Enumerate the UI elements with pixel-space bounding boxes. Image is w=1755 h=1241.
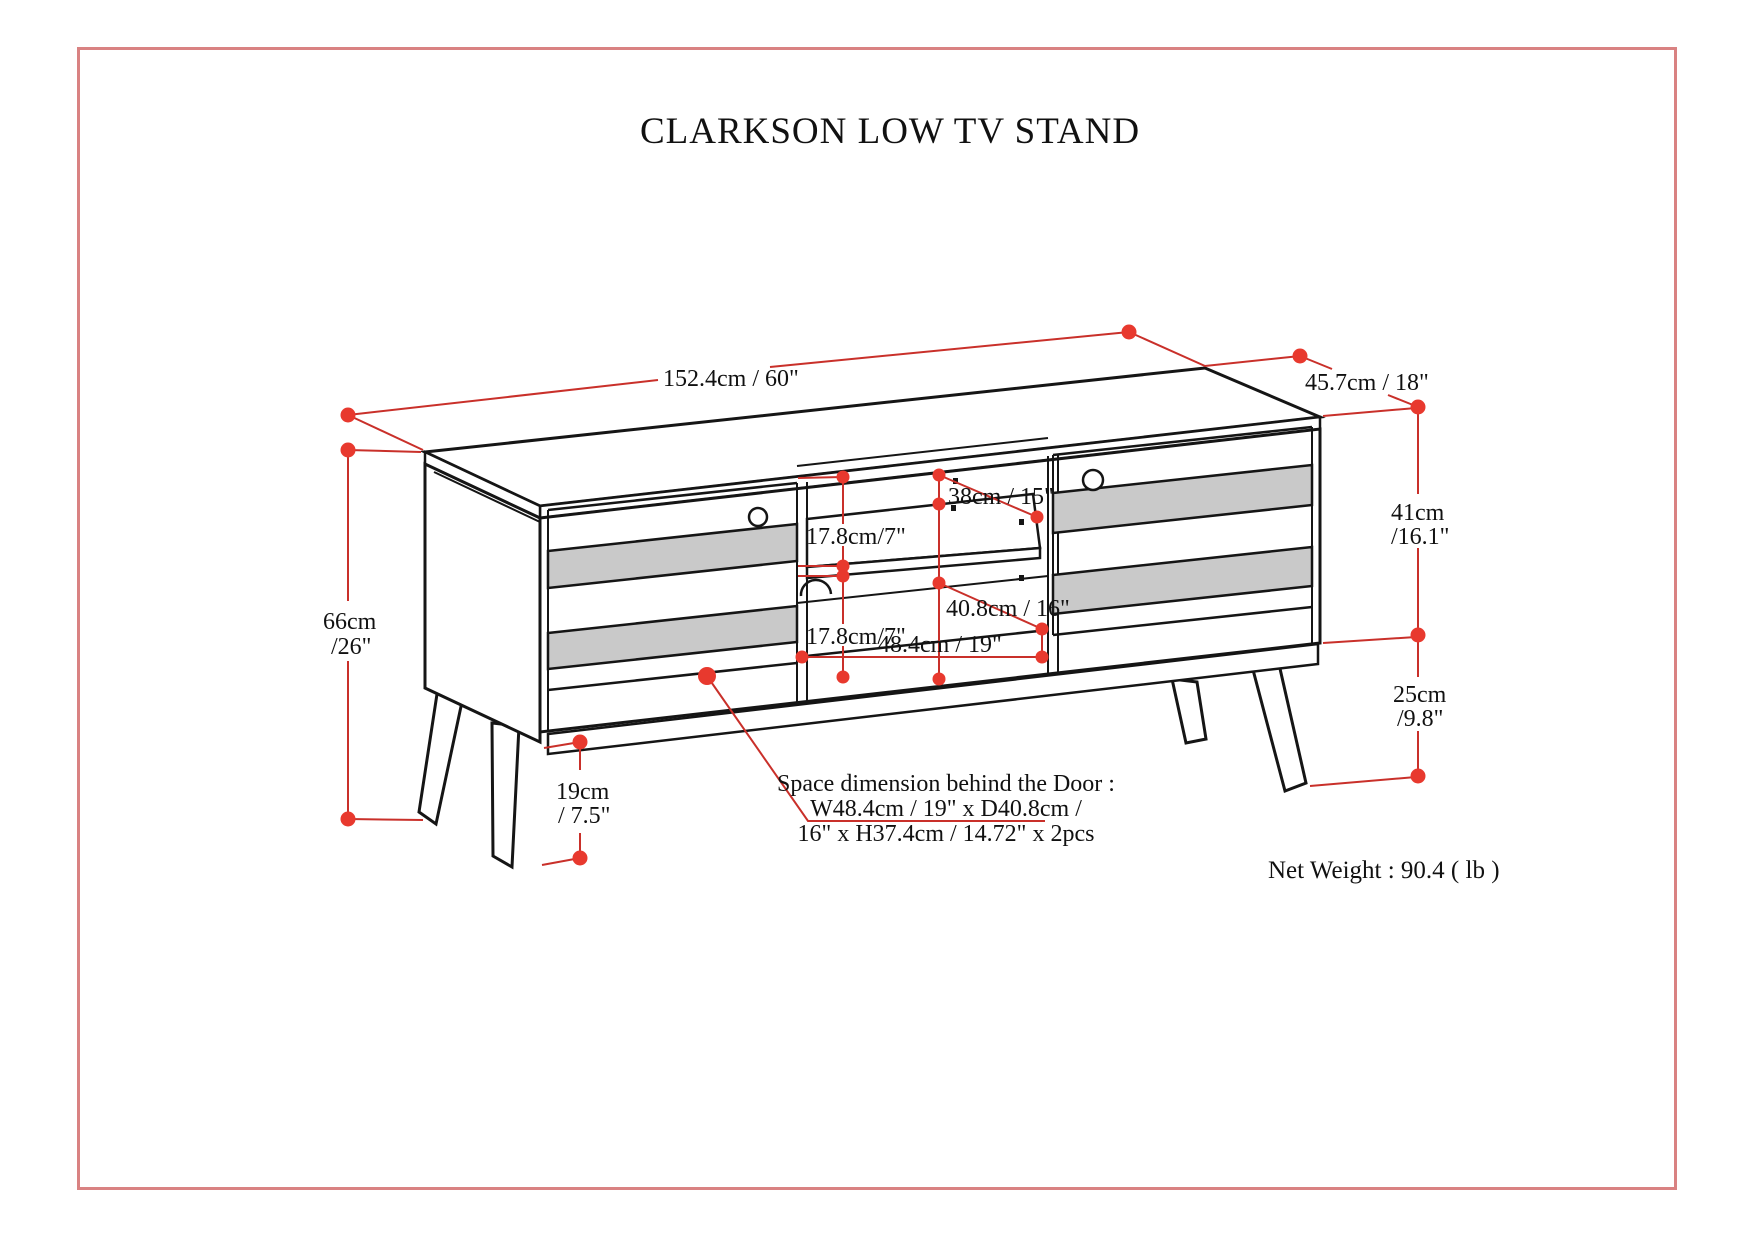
dimension-dot xyxy=(836,670,850,684)
dim-depth-ext xyxy=(1322,407,1417,417)
dimension-dot xyxy=(932,497,946,511)
page-border-frame xyxy=(77,47,1677,1190)
note-leader-line xyxy=(706,675,1045,822)
label-shelf-depth: 38cm / 15" xyxy=(948,484,1054,510)
pin-hole xyxy=(951,505,956,511)
dimension-labels: 152.4cm / 60" 45.7cm / 18" 41cm /16.1" 2… xyxy=(323,366,1449,829)
dimension-dot xyxy=(572,734,588,750)
right-door-handle xyxy=(1081,468,1105,492)
net-weight-label: Net Weight : 90.4 ( lb ) xyxy=(1268,857,1500,884)
dim-width-line xyxy=(769,331,1130,368)
right-door-top-edge xyxy=(1052,425,1313,457)
left-door-bottom-edge xyxy=(547,661,798,692)
dimension-dot xyxy=(340,811,356,827)
compartment-floor-back-edge xyxy=(796,575,1049,604)
leg-back-right xyxy=(1170,677,1208,745)
cabinet-body xyxy=(419,366,1326,756)
label-leg-left-1: 19cm xyxy=(556,779,610,805)
middle-shelf-front-edge xyxy=(805,546,1042,580)
dimension-dot xyxy=(1035,650,1049,664)
dim-width-line xyxy=(347,379,659,416)
label-upper-opening: 17.8cm/7" xyxy=(806,524,906,550)
compartment-floor-front-edge xyxy=(796,628,1049,659)
dimension-dot xyxy=(932,576,946,590)
dimension-dot xyxy=(1035,622,1049,636)
drawing-title: CLARKSON LOW TV STAND xyxy=(639,111,1141,152)
dimension-dot xyxy=(572,850,588,866)
left-door-handle xyxy=(747,506,769,528)
right-door-bottom-edge xyxy=(1052,605,1313,637)
dimension-dot xyxy=(1030,510,1044,524)
note-leader-dot xyxy=(698,667,716,685)
door-space-note-line1: Space dimension behind the Door : xyxy=(777,771,1115,797)
label-opening-width: 48.4cm / 19" xyxy=(878,632,1002,658)
dim-opening-depth-line xyxy=(938,582,1043,630)
dim-opening-tick xyxy=(797,476,844,479)
leg-back-left xyxy=(417,692,465,827)
dimension-dot xyxy=(1410,399,1426,415)
label-body-height-1: 41cm xyxy=(1391,500,1445,526)
dimension-dot xyxy=(1121,324,1137,340)
left-side-panel-inner-line xyxy=(433,471,541,523)
door-space-note-line2: W48.4cm / 19" x D40.8cm / xyxy=(810,796,1082,822)
dimension-dot xyxy=(932,672,946,686)
label-overall-depth: 45.7cm / 18" xyxy=(1305,370,1429,396)
left-side-panel xyxy=(423,461,542,745)
dimension-dots xyxy=(340,324,1426,866)
label-leg-right-2: /9.8" xyxy=(1397,706,1443,732)
dim-leg-right-ext xyxy=(1309,776,1417,787)
dimension-dot xyxy=(1410,627,1426,643)
left-door-top-edge xyxy=(547,481,798,512)
pin-hole xyxy=(1019,519,1024,525)
pin-hole xyxy=(1019,575,1024,581)
label-leg-right-1: 25cm xyxy=(1393,682,1447,708)
leg-front-left xyxy=(490,721,521,870)
right-door xyxy=(1051,425,1314,637)
door-space-note-line3: 16" x H37.4cm / 14.72" x 2pcs xyxy=(797,821,1095,847)
cable-notch xyxy=(799,578,833,597)
dimension-dot xyxy=(836,559,850,573)
door-space-note: Space dimension behind the Door : W48.4c… xyxy=(700,772,1192,847)
label-body-height-2: /16.1" xyxy=(1391,524,1449,550)
dimension-dot xyxy=(836,470,850,484)
left-door xyxy=(546,481,799,692)
dim-width-ext xyxy=(1128,331,1301,368)
dim-total-height-ext xyxy=(347,449,422,453)
label-lower-opening: 17.8cm/7" xyxy=(806,624,906,650)
dimension-dot xyxy=(340,442,356,458)
label-overall-width: 152.4cm / 60" xyxy=(663,366,799,392)
compartment-ceiling-edge xyxy=(796,437,1049,467)
dim-width-ext xyxy=(347,414,424,451)
label-leg-left-2: / 7.5" xyxy=(558,803,610,829)
label-opening-depth: 40.8cm / 16" xyxy=(946,596,1070,622)
dimension-dot xyxy=(1292,348,1308,364)
dimension-dot xyxy=(795,650,809,664)
dimension-dot xyxy=(340,407,356,423)
label-total-height-1: 66cm xyxy=(323,609,377,635)
dimension-dot xyxy=(1410,768,1426,784)
label-total-height-2: /26" xyxy=(331,634,371,660)
dim-shelf-depth-line xyxy=(938,474,1038,518)
middle-compartment xyxy=(796,437,1059,702)
dimension-dot xyxy=(836,569,850,583)
dim-body-height-ext xyxy=(1322,636,1417,644)
dim-total-height-ext xyxy=(347,818,424,821)
dimension-dot xyxy=(932,468,946,482)
